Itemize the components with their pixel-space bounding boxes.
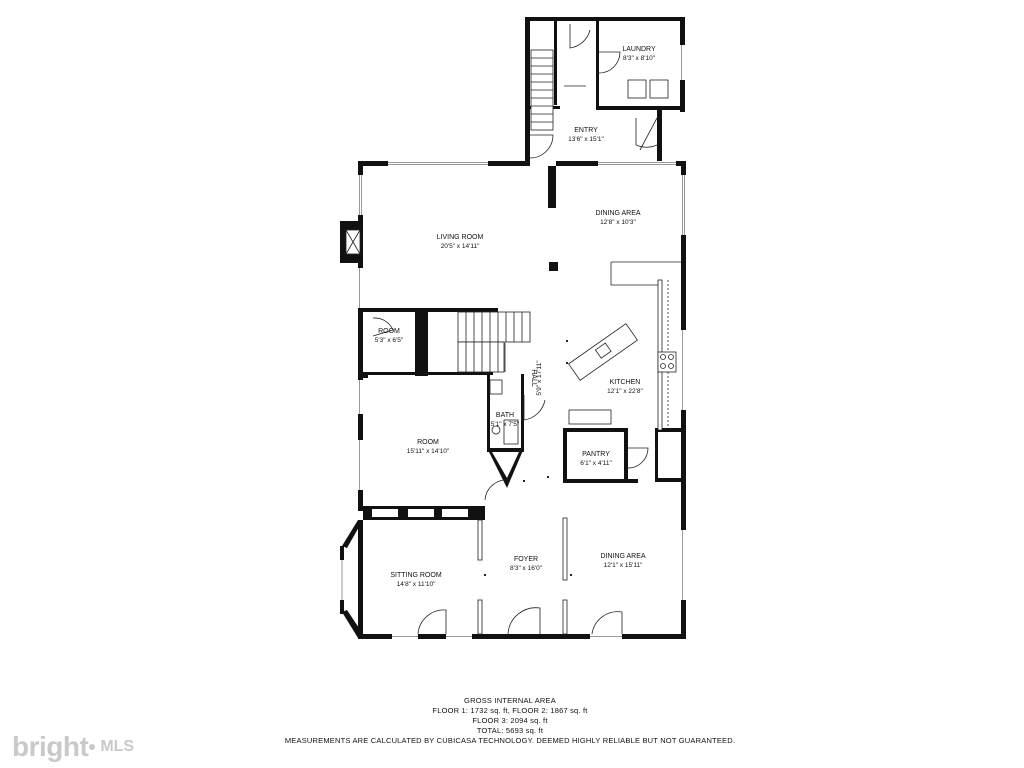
area-total: TOTAL: 5693 sq. ft <box>476 726 544 735</box>
dining-area-lower-dims: 12'1" x 15'11" <box>604 562 643 569</box>
windows <box>340 45 686 639</box>
area-floors-1-2: FLOOR 1: 1732 sq. ft, FLOOR 2: 1867 sq. … <box>432 706 588 715</box>
logo-suffix: MLS <box>100 738 135 755</box>
area-summary: GROSS INTERNAL AREA FLOOR 1: 1732 sq. ft… <box>250 696 770 746</box>
interior-walls <box>363 17 685 635</box>
bright-mls-logo: bright MLS <box>12 731 135 762</box>
markers <box>484 340 572 576</box>
room-labels: LAUNDRY 8'3" x 8'10" ENTRY 13'6" x 15'1"… <box>375 46 656 588</box>
hall-dims: 5'9" x 17'11" <box>536 360 543 396</box>
bath-name: BATH <box>496 412 514 419</box>
room-large-name: ROOM <box>417 439 439 446</box>
living-room-name: LIVING ROOM <box>437 234 484 241</box>
foyer-name: FOYER <box>514 556 538 563</box>
logo-word: bright <box>12 731 89 762</box>
laundry-name: LAUNDRY <box>622 46 656 53</box>
foyer-dims: 8'3" x 16'0" <box>510 565 543 572</box>
sitting-room-dims: 14'8" x 11'10" <box>397 581 436 588</box>
doors <box>372 24 658 635</box>
bath-dims: 5'1" x 7'5" <box>491 421 520 428</box>
room-small-name: ROOM <box>378 328 400 335</box>
entry-dims: 13'6" x 15'1" <box>568 136 604 143</box>
room-small-dims: 5'3" x 6'5" <box>375 337 404 344</box>
area-floor-3: FLOOR 3: 2094 sq. ft <box>472 716 548 725</box>
living-room-dims: 20'5" x 14'11" <box>441 243 480 250</box>
pantry-name: PANTRY <box>582 451 610 458</box>
disclaimer: MEASUREMENTS ARE CALCULATED BY CUBICASA … <box>284 736 736 745</box>
kitchen-name: KITCHEN <box>610 379 641 386</box>
stairs <box>457 49 554 373</box>
hall-name: HALL <box>530 369 537 387</box>
dining-area-upper-dims: 12'8" x 10'3" <box>600 219 636 226</box>
dining-area-upper-name: DINING AREA <box>595 210 640 217</box>
kitchen-dims: 12'1" x 22'8" <box>607 388 643 395</box>
area-heading: GROSS INTERNAL AREA <box>464 696 556 705</box>
laundry-dims: 8'3" x 8'10" <box>623 55 656 62</box>
room-large-dims: 15'11" x 14'10" <box>407 448 450 455</box>
logo-dot-icon <box>89 744 96 750</box>
entry-name: ENTRY <box>574 127 598 134</box>
sitting-room-name: SITTING ROOM <box>390 572 442 579</box>
dining-area-lower-name: DINING AREA <box>600 553 645 560</box>
kitchen-fixtures <box>489 79 681 445</box>
pantry-dims: 6'1" x 4'11" <box>580 460 612 467</box>
